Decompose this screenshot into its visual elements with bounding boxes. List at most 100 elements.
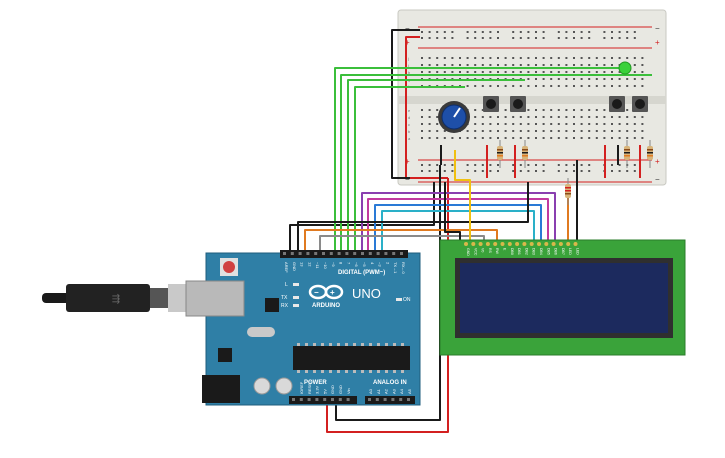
- chip-pin: [385, 370, 388, 373]
- lcd-pin[interactable]: [537, 242, 541, 246]
- breadboard-hole: [428, 109, 431, 111]
- chip-pin: [321, 343, 324, 346]
- digital-pin-hole[interactable]: [368, 252, 372, 255]
- led-on: [396, 298, 402, 301]
- analog-pin-hole[interactable]: [399, 398, 403, 401]
- row-letter-d: d: [408, 115, 410, 120]
- analog-pin-hole[interactable]: [375, 398, 379, 401]
- breadboard-hole: [611, 123, 613, 125]
- usb-chip: [265, 298, 279, 312]
- power-pin-hole[interactable]: [331, 398, 334, 401]
- breadboard-hole: [459, 57, 461, 59]
- lcd-pin[interactable]: [566, 242, 571, 246]
- lcd-pin[interactable]: [573, 242, 578, 246]
- lcd-pin[interactable]: [471, 242, 476, 246]
- lcd-pin[interactable]: [478, 242, 483, 246]
- breadboard-hole: [474, 64, 477, 66]
- digital-pin-hole[interactable]: [329, 252, 333, 255]
- breadboard-rail-hole: [626, 170, 629, 172]
- lcd-pin[interactable]: [507, 242, 512, 246]
- digital-pin-label: ~5: [362, 262, 367, 267]
- lcd-pin[interactable]: [558, 242, 563, 246]
- digital-pin-hole[interactable]: [345, 252, 349, 255]
- digital-pin-hole[interactable]: [306, 252, 310, 255]
- lcd-pin[interactable]: [544, 242, 549, 246]
- led-label-tx: TX: [281, 295, 288, 301]
- breadboard-hole: [512, 130, 515, 132]
- breadboard-hole: [641, 78, 644, 80]
- power-pin-hole[interactable]: [292, 398, 295, 401]
- pushbutton-1[interactable]: [483, 96, 499, 112]
- digital-pin-hole[interactable]: [384, 252, 388, 255]
- power-pin-hole[interactable]: [338, 398, 342, 401]
- breadboard-hole: [436, 109, 439, 111]
- lcd-pin[interactable]: [529, 242, 534, 246]
- lcd-pin[interactable]: [522, 242, 527, 246]
- power-pin-hole[interactable]: [323, 398, 327, 401]
- analog-pin-hole[interactable]: [368, 398, 371, 401]
- digital-pin-hole[interactable]: [361, 252, 364, 255]
- breadboard-hole: [565, 123, 568, 125]
- breadboard-hole: [451, 64, 454, 66]
- lcd-pin[interactable]: [551, 242, 556, 246]
- digital-pin-hole[interactable]: [298, 252, 302, 255]
- lcd-pin[interactable]: [515, 242, 520, 246]
- power-pin-hole[interactable]: [315, 398, 319, 401]
- analog-pin-hole[interactable]: [407, 398, 410, 401]
- wire-magenta-db6: [367, 198, 549, 254]
- reset-button-cap[interactable]: [223, 261, 235, 273]
- lcd-pin[interactable]: [493, 242, 498, 246]
- lcd-pin[interactable]: [485, 242, 490, 246]
- power-pin-hole[interactable]: [346, 398, 350, 401]
- pushbutton-3[interactable]: [609, 96, 625, 112]
- breadboard-hole: [527, 57, 530, 59]
- breadboard-rail-hole: [512, 164, 515, 166]
- breadboard-rail-hole: [428, 170, 431, 172]
- power-pin-hole[interactable]: [299, 398, 303, 401]
- breadboard-rail-hole: [626, 37, 629, 39]
- pushbutton-4[interactable]: [632, 96, 648, 112]
- breadboard-hole: [504, 109, 507, 111]
- digital-pin-hole[interactable]: [290, 252, 294, 255]
- digital-pin-hole[interactable]: [314, 252, 318, 255]
- potentiometer[interactable]: [438, 101, 470, 133]
- breadboard-rail-hole: [542, 164, 545, 166]
- breadboard-hole: [527, 78, 530, 80]
- digital-header: [280, 250, 408, 258]
- usb-symbol-icon: ⇶: [112, 293, 120, 305]
- analog-pin-hole[interactable]: [383, 398, 387, 401]
- breadboard-hole: [580, 116, 583, 118]
- pushbuttons[interactable]: [483, 96, 648, 112]
- breadboard-rail-hole: [580, 164, 583, 166]
- digital-pin-hole[interactable]: [283, 252, 286, 255]
- power-pin-hole[interactable]: [307, 398, 311, 401]
- wires: [289, 29, 652, 433]
- pushbutton-2[interactable]: [510, 96, 526, 112]
- breadboard-hole: [595, 123, 598, 125]
- breadboard-hole: [573, 123, 575, 125]
- breadboard-hole: [611, 57, 613, 59]
- digital-pin-hole[interactable]: [376, 252, 380, 255]
- breadboard-hole: [451, 57, 454, 59]
- breadboard-hole: [443, 130, 446, 132]
- breadboard-hole: [497, 130, 499, 132]
- breadboard-hole: [421, 57, 423, 59]
- breadboard-hole: [421, 137, 423, 139]
- breadboard-hole: [466, 137, 469, 139]
- bottom-rail-sign-plus-right: +: [655, 157, 660, 166]
- digital-pin-hole[interactable]: [322, 252, 325, 255]
- lcd-pin[interactable]: [464, 242, 468, 246]
- breadboard-rail-hole: [573, 31, 575, 33]
- digital-pin-hole[interactable]: [337, 252, 341, 255]
- digital-pin-hole[interactable]: [400, 252, 403, 255]
- digital-pin-hole[interactable]: [353, 252, 357, 255]
- analog-pin-hole[interactable]: [391, 398, 395, 401]
- chip-pin: [401, 370, 404, 373]
- breadboard-rail-hole: [527, 37, 530, 39]
- analog-header: [365, 396, 415, 404]
- bottom-rail-sign-plus: +: [405, 157, 410, 166]
- digital-pin-hole[interactable]: [392, 252, 396, 255]
- chip-pin: [393, 370, 396, 373]
- lcd-pin[interactable]: [500, 242, 505, 246]
